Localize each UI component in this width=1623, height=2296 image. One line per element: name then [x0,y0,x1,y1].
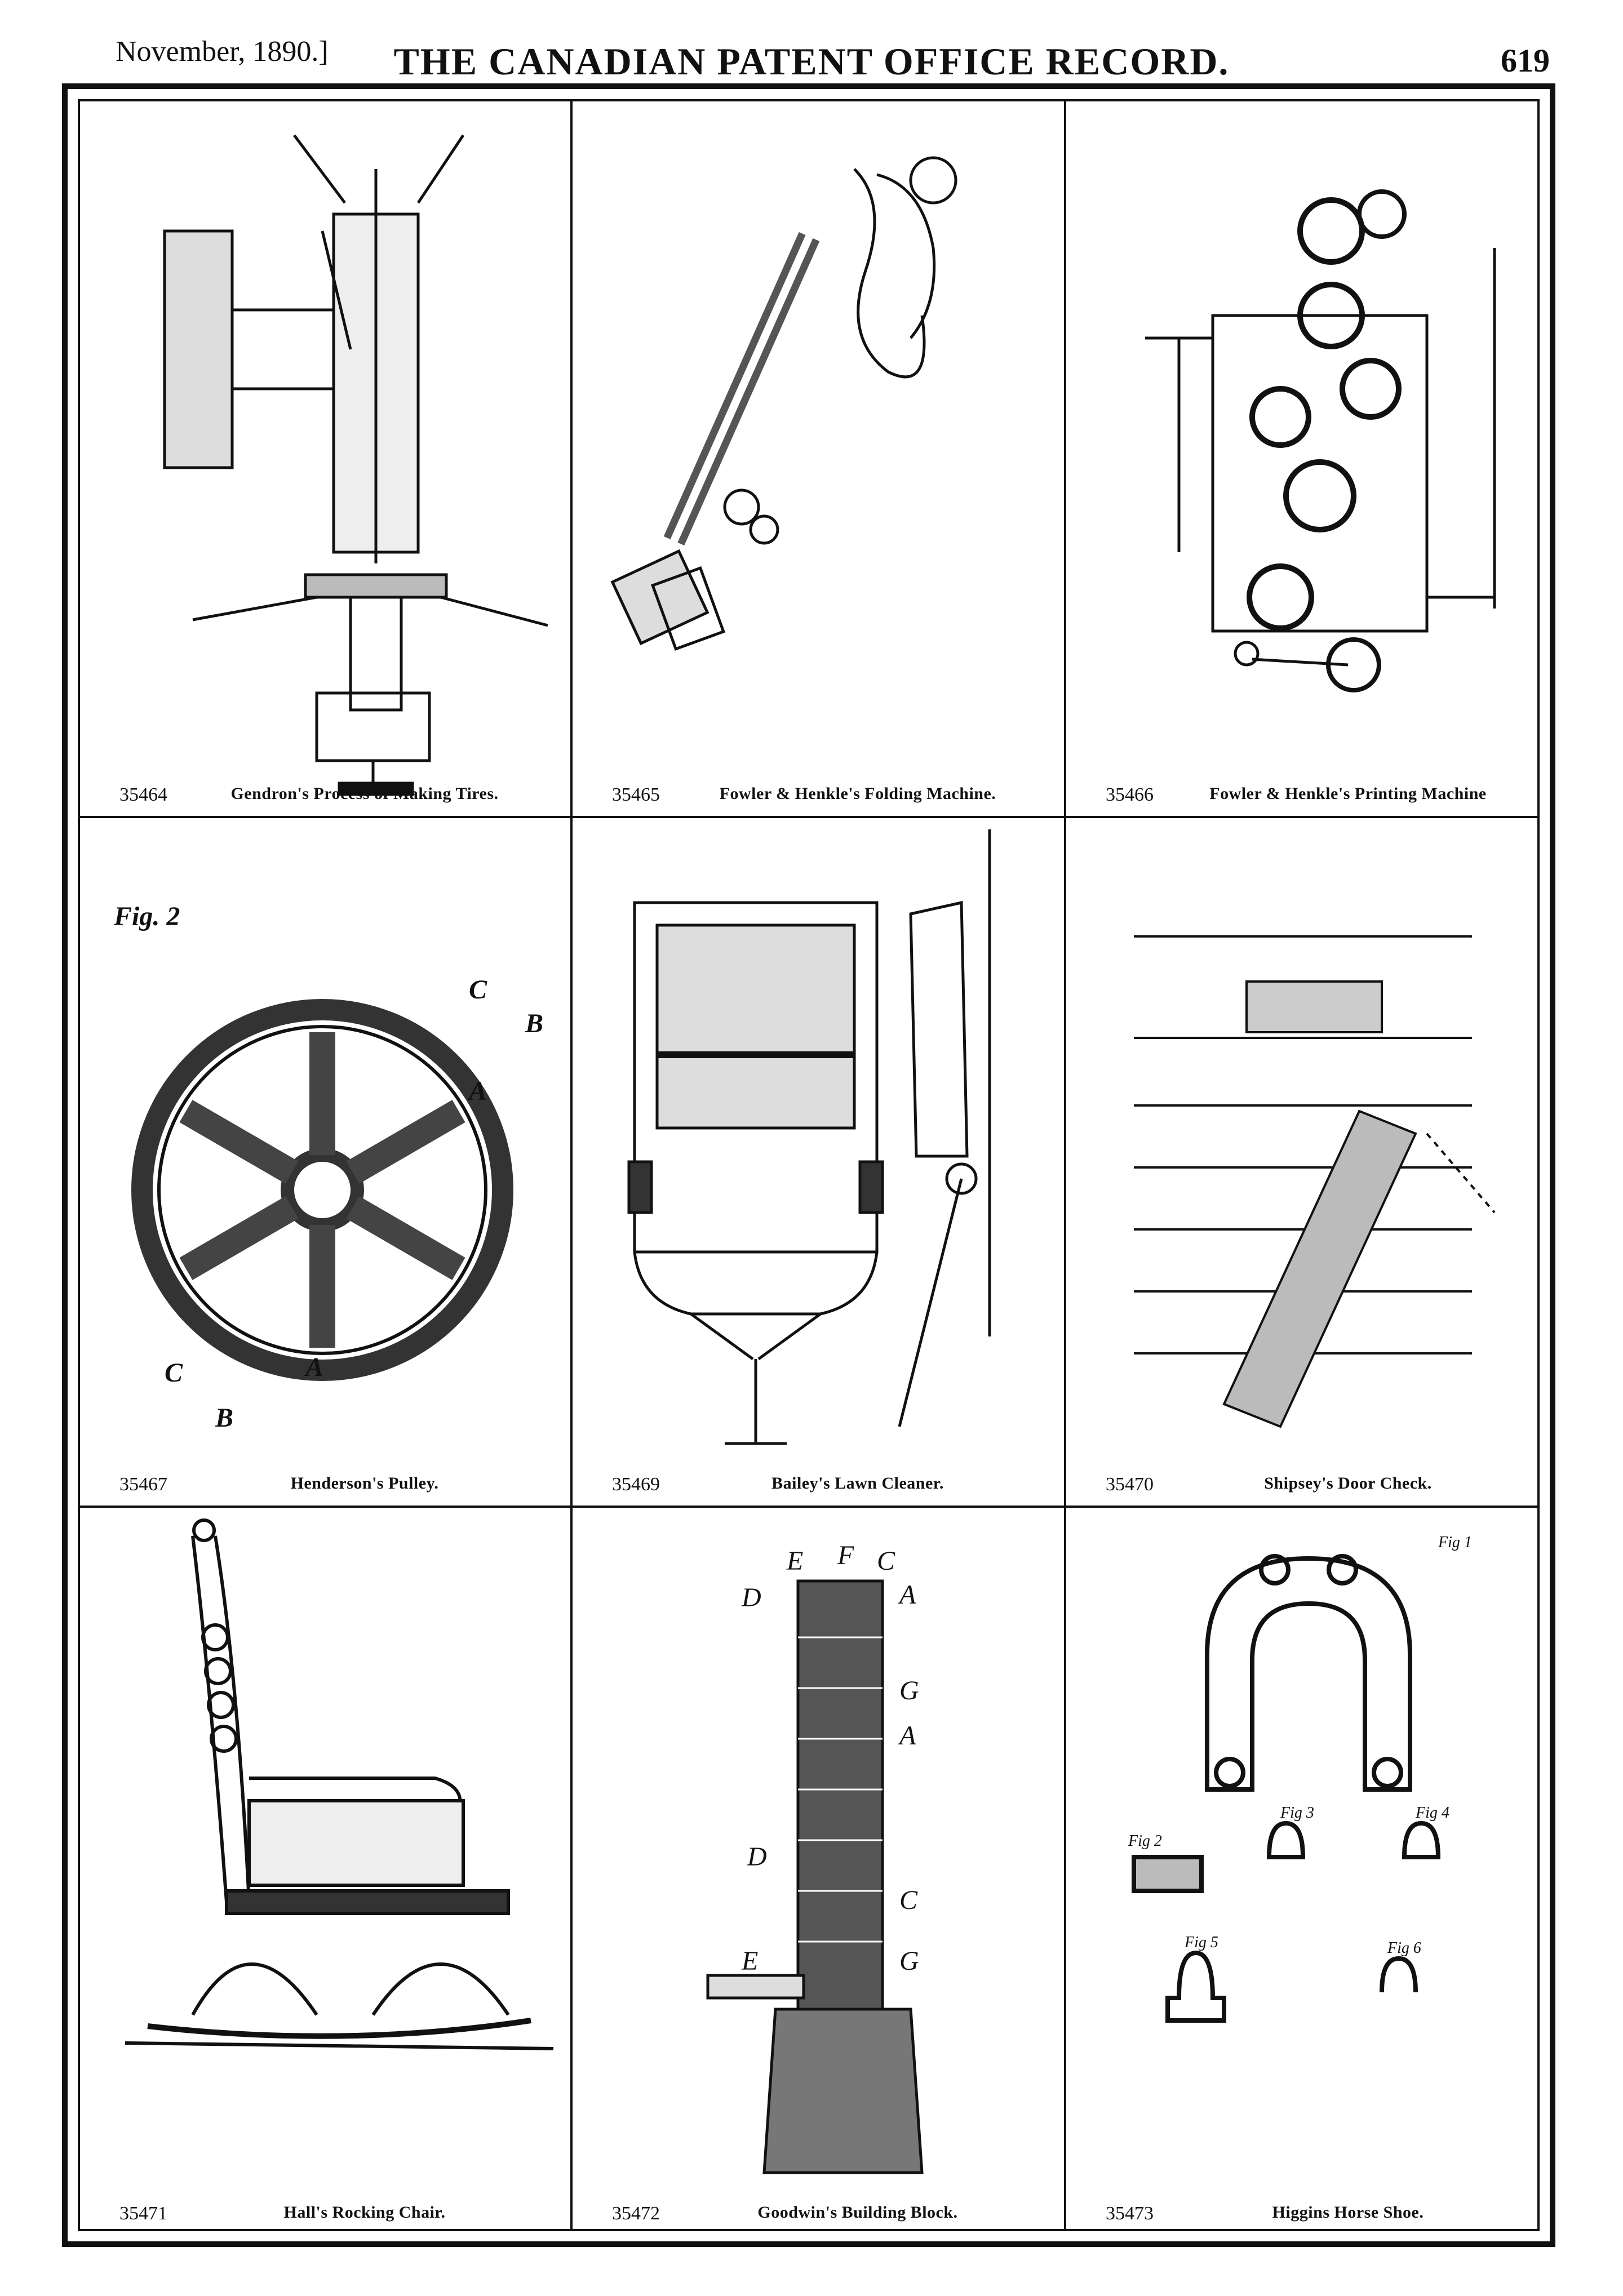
figure-caption: Bailey's Lawn Cleaner. [771,1474,944,1493]
grid-divider [80,1505,1537,1508]
patent-figure-35471: 35471 Hall's Rocking Chair. [80,1508,570,2235]
figure-letter: A [467,1076,487,1106]
patent-number: 35470 [1106,1474,1154,1495]
grid-divider [570,101,573,2229]
figure-grid: 35464 Gendron's Process of Making Tires. [78,99,1540,2231]
door-check-drawing [1134,935,1496,1428]
figure-caption: Fowler & Henkle's Printing Machine [1209,784,1487,803]
page-number: 619 [1501,42,1550,79]
figure-letter: D [747,1842,767,1872]
patent-number: 35469 [612,1474,660,1495]
patent-figure-35467: Fig. 2 C B A C A B 35467 Henderson's Pul… [80,818,570,1505]
figure-label: Fig 2 [1128,1832,1162,1850]
patent-figure-35464: 35464 Gendron's Process of Making Tires. [80,101,570,816]
figure-letter: A [898,1721,916,1751]
pulley-drawing: Fig. 2 C B A C A B [113,901,543,1433]
figure-letter: B [215,1403,233,1433]
figure-letter: C [165,1358,183,1388]
figure-caption: Shipsey's Door Check. [1264,1474,1432,1493]
figure-letter: E [741,1946,758,1976]
patent-figure-35472: E F C D A G A D C E G 35472 Goo [573,1508,1064,2235]
patent-figure-35469: 35469 Bailey's Lawn Cleaner. [573,818,1064,1505]
figure-caption: Hall's Rocking Chair. [283,2203,446,2222]
patent-number: 35467 [119,1474,167,1495]
figure-caption: Fowler & Henkle's Folding Machine. [719,784,996,803]
patent-number: 35472 [612,2203,660,2224]
page-header: November, 1890.] THE CANADIAN PATENT OFF… [0,23,1623,85]
patent-figure-35473: Fig 1 Fig 2 Fig 3 Fig 4 Fig 5 Fig 6 3547… [1066,1508,1551,2235]
figure-letter: B [525,1009,543,1038]
figure-label: Fig 1 [1438,1534,1472,1551]
grid-divider [80,816,1537,818]
figure-label: Fig 5 [1184,1934,1218,1951]
patent-figure-35465: 35465 Fowler & Henkle's Folding Machine. [573,101,1064,816]
patent-number: 35473 [1106,2203,1154,2224]
figure-letter: E [786,1546,803,1576]
figure-label: Fig. 2 [113,901,180,931]
figure-frame: 35464 Gendron's Process of Making Tires. [62,83,1555,2247]
figure-letter: A [304,1352,323,1382]
patent-figure-35470: 35470 Shipsey's Door Check. [1066,818,1551,1505]
figure-letter: A [898,1580,916,1610]
lawn-cleaner-drawing [627,829,991,1445]
horse-shoe-drawing: Fig 1 Fig 2 Fig 3 Fig 4 Fig 5 Fig 6 [1128,1534,1472,2023]
figure-label: Fig 6 [1387,1939,1421,1957]
grid-divider [1064,101,1066,2229]
folding-machine-drawing [610,156,957,651]
tire-process-drawing [163,134,548,796]
figure-caption: Gendron's Process of Making Tires. [230,784,499,803]
figure-label: Fig 4 [1415,1804,1449,1822]
printing-machine-drawing [1145,189,1496,692]
figure-letter: C [899,1885,918,1915]
rocking-chair-drawing [125,1518,554,2050]
patent-figure-35466: 35466 Fowler & Henkle's Printing Machine [1066,101,1551,816]
building-block-drawing: E F C D A G A D C E G [706,1540,924,2174]
publication-title: THE CANADIAN PATENT OFFICE RECORD. [393,40,1230,83]
figure-letter: C [877,1546,895,1576]
issue-date: November, 1890.] [116,35,329,68]
figure-letter: C [469,975,487,1005]
figure-caption: Higgins Horse Shoe. [1272,2203,1424,2222]
patent-number: 35466 [1106,784,1154,805]
figure-letter: D [741,1583,761,1613]
patent-number: 35471 [119,2203,167,2224]
figure-caption: Henderson's Pulley. [290,1474,439,1493]
figure-letter: G [899,1676,919,1706]
figure-label: Fig 3 [1280,1804,1314,1822]
figure-caption: Goodwin's Building Block. [757,2203,958,2222]
figure-letter: F [837,1540,854,1570]
patent-number: 35464 [119,784,167,805]
figure-letter: G [899,1946,919,1976]
patent-number: 35465 [612,784,660,805]
